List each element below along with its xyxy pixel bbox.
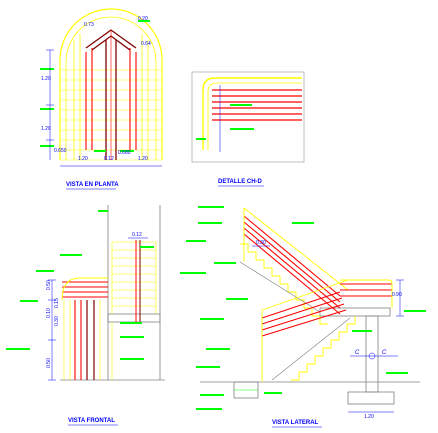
side-notes xyxy=(180,206,426,410)
front-notes xyxy=(6,210,154,360)
front-dim-top: 0.12 xyxy=(132,232,142,238)
plan-dim-bottom-a: 1.20 xyxy=(78,156,88,162)
detail-view: DETALLE CH-D xyxy=(191,71,305,187)
plan-notes xyxy=(40,20,150,152)
front-dim-left-a: 0.50 xyxy=(46,280,52,290)
front-dimension-lines xyxy=(48,237,148,381)
front-landing-slab xyxy=(107,313,161,323)
plan-dim-left-c: 0.650 xyxy=(54,148,67,154)
front-rails xyxy=(62,281,108,380)
front-dim-left-d: 0.15 xyxy=(54,298,60,308)
front-lower-stair xyxy=(63,300,113,380)
plan-view: 0.73 0.20 0.64 1.20 1.20 0.650 1.20 0.12… xyxy=(40,8,163,190)
plan-dim-bottom-d: 0.680 xyxy=(118,150,131,156)
plan-outer-arch xyxy=(59,8,163,160)
side-view: C C 0.30 0. xyxy=(180,206,426,428)
plan-dim-left-a: 1.20 xyxy=(41,76,51,82)
side-dim-bottom: 1.20 xyxy=(364,414,374,420)
front-posts xyxy=(86,300,95,380)
side-axis-label-left: C xyxy=(355,350,360,356)
detail-notes xyxy=(196,104,254,140)
side-lower-flight xyxy=(291,316,356,381)
side-landing-rail xyxy=(340,283,392,297)
front-title: VISTA FRONTAL xyxy=(68,418,115,424)
side-column xyxy=(347,315,395,405)
plan-dim-bottom-c: 1.20 xyxy=(138,156,148,162)
detail-rails xyxy=(212,89,302,121)
front-dim-left-e: 0.50 xyxy=(46,358,52,368)
plan-vertical-rails xyxy=(73,34,149,160)
side-lower-handrails xyxy=(261,291,347,337)
side-upper-flight xyxy=(240,243,328,325)
detail-handrail-curve xyxy=(202,77,302,150)
plan-dim-bottom-b: 0.12 xyxy=(104,156,114,162)
front-stair-treads xyxy=(111,241,157,314)
plan-dim-top-b: 0.20 xyxy=(138,16,148,22)
front-view: 0.12 0.50 0.10 0.30 0.15 0.50 VISTA FRON… xyxy=(6,205,165,426)
detail-frame xyxy=(191,71,305,163)
front-dim-left-b: 0.10 xyxy=(46,308,52,318)
side-dim-right: 0.90 xyxy=(392,292,402,298)
side-title: VISTA LATERAL xyxy=(272,420,319,426)
side-axis-label-right: C xyxy=(382,350,387,356)
plan-dim-top-a: 0.73 xyxy=(84,22,94,28)
detail-title: DETALLE CH-D xyxy=(218,179,263,185)
plan-dim-left-b: 1.20 xyxy=(41,126,51,132)
plan-dimension-lines xyxy=(46,49,162,167)
plan-red-rails xyxy=(85,48,137,150)
plan-dim-top-c: 0.64 xyxy=(141,41,151,47)
plan-title: VISTA EN PLANTA xyxy=(66,182,119,188)
plan-inner-arch xyxy=(65,16,157,160)
side-dimension-lines xyxy=(252,245,404,413)
side-axis-mark xyxy=(350,352,398,360)
front-dim-left-c: 0.30 xyxy=(54,316,60,326)
side-dim-top: 0.30 xyxy=(256,240,266,246)
